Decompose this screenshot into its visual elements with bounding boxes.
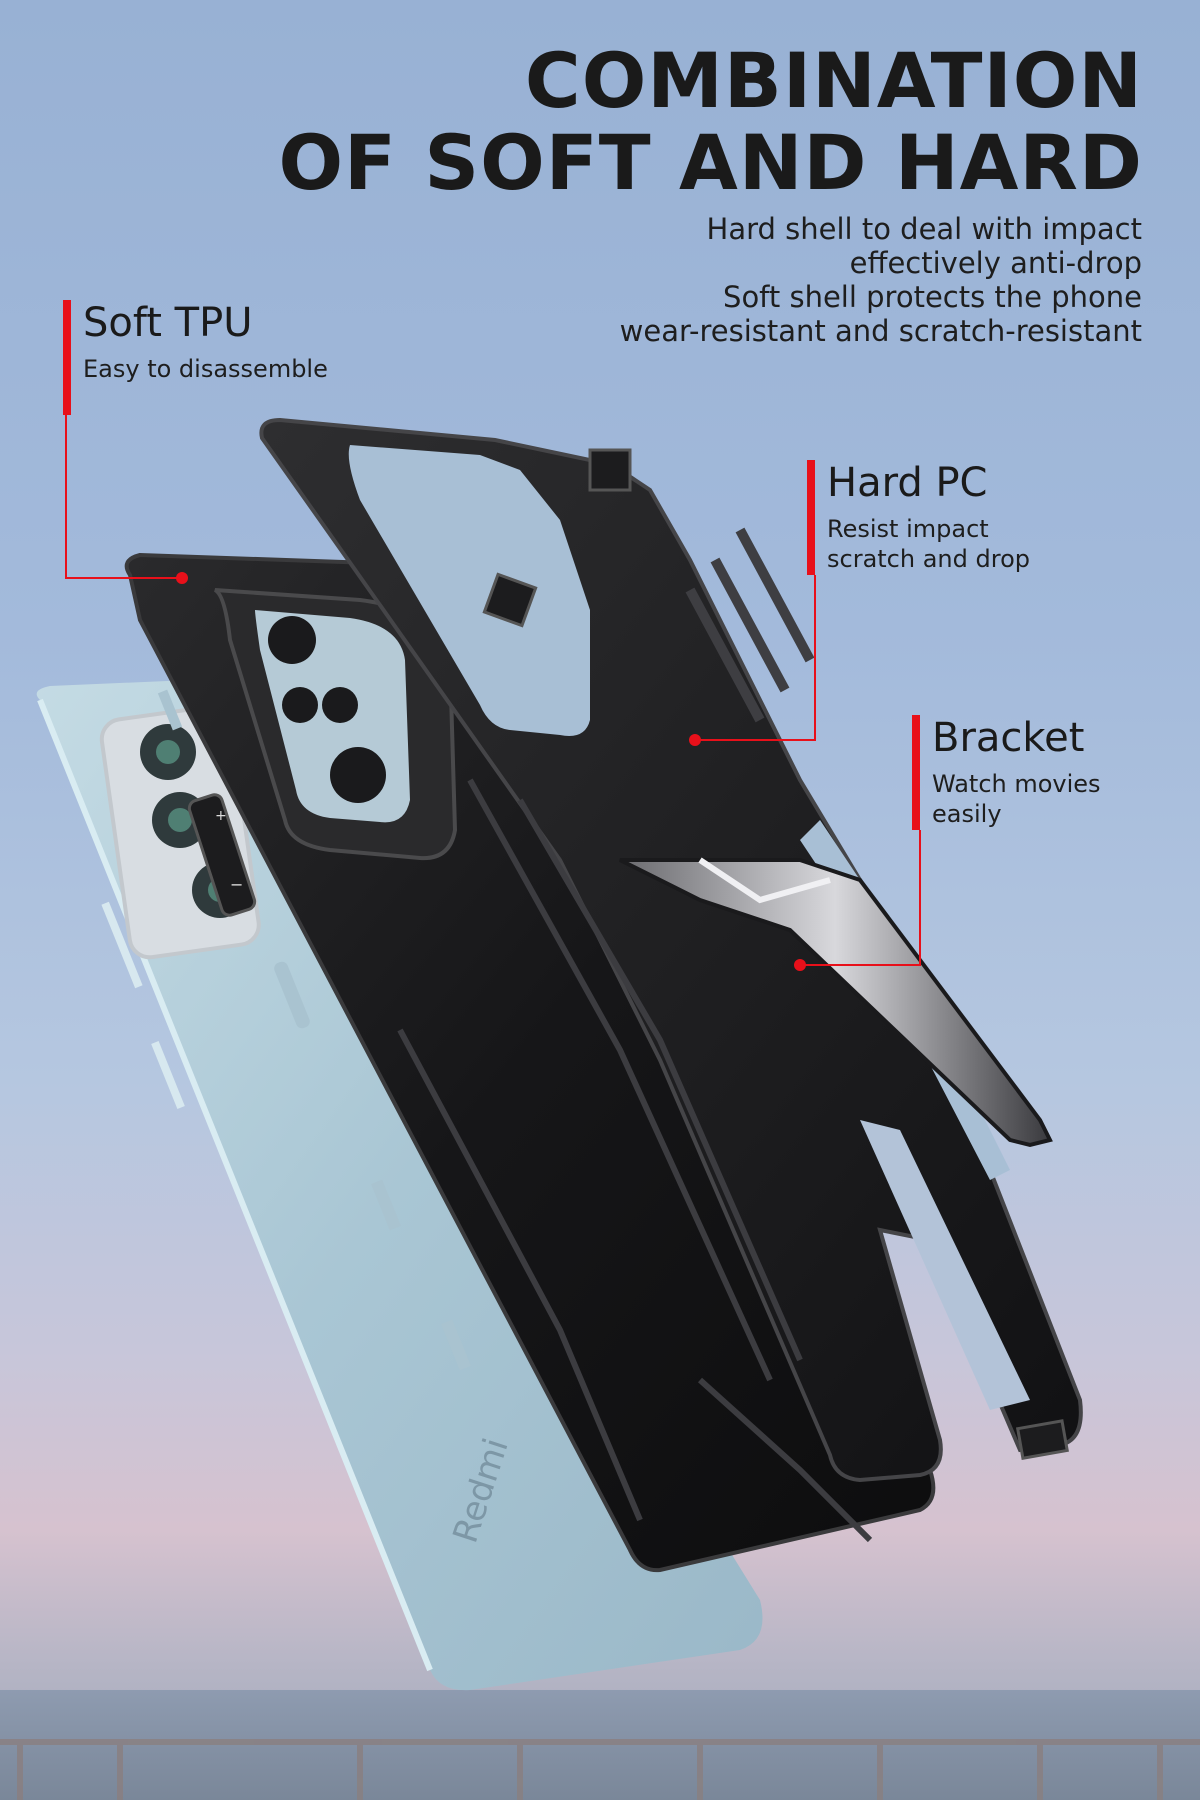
subheadline-line-1: Hard shell to deal with impact xyxy=(706,212,1142,246)
soft-tpu-marker xyxy=(176,572,188,584)
svg-text:+: + xyxy=(215,808,227,824)
callout-bracket-desc: Watch movies easily xyxy=(932,769,1101,829)
callout-soft-tpu-title: Soft TPU xyxy=(83,300,253,346)
callout-hard-pc-desc-line-1: Resist impact xyxy=(827,515,989,543)
volume-button-icon: + − xyxy=(187,793,257,917)
callout-bracket-desc-line-2: easily xyxy=(932,800,1002,828)
callout-hard-pc-title: Hard PC xyxy=(827,460,988,506)
callout-lines xyxy=(65,410,921,966)
callout-soft-tpu-desc: Easy to disassemble xyxy=(83,354,328,384)
kickstand-icon xyxy=(619,857,1053,1148)
camera-lens-icon xyxy=(268,616,316,664)
case-inner-frame xyxy=(397,778,873,1543)
bracket-marker xyxy=(794,959,806,971)
callout-bracket-title: Bracket xyxy=(932,715,1085,761)
camera-lens-icon xyxy=(330,747,386,803)
headline-line-1: COMBINATION xyxy=(524,36,1143,125)
pc-shell-ribs xyxy=(685,527,815,723)
callout-soft-tpu-desc-line-1: Easy to disassemble xyxy=(83,355,328,383)
subheadline-line-2: effectively anti-drop xyxy=(849,246,1142,280)
headline: COMBINATION OF SOFT AND HARD xyxy=(278,40,1143,204)
callout-bracket-desc-line-1: Watch movies xyxy=(932,770,1101,798)
svg-text:−: − xyxy=(230,875,243,894)
callout-accent-bar xyxy=(63,300,71,415)
subheadline-line-3: Soft shell protects the phone xyxy=(723,280,1142,314)
headline-line-2: OF SOFT AND HARD xyxy=(278,118,1143,207)
callout-accent-bar xyxy=(912,715,920,830)
callout-accent-bar xyxy=(807,460,815,575)
subheadline-line-4: wear-resistant and scratch-resistant xyxy=(619,314,1142,348)
hard-pc-marker xyxy=(689,734,701,746)
callout-hard-pc-desc-line-2: scratch and drop xyxy=(827,545,1030,573)
callout-hard-pc-desc: Resist impact scratch and drop xyxy=(827,514,1030,574)
subheadline: Hard shell to deal with impact effective… xyxy=(620,212,1142,348)
railing xyxy=(0,1739,1200,1800)
